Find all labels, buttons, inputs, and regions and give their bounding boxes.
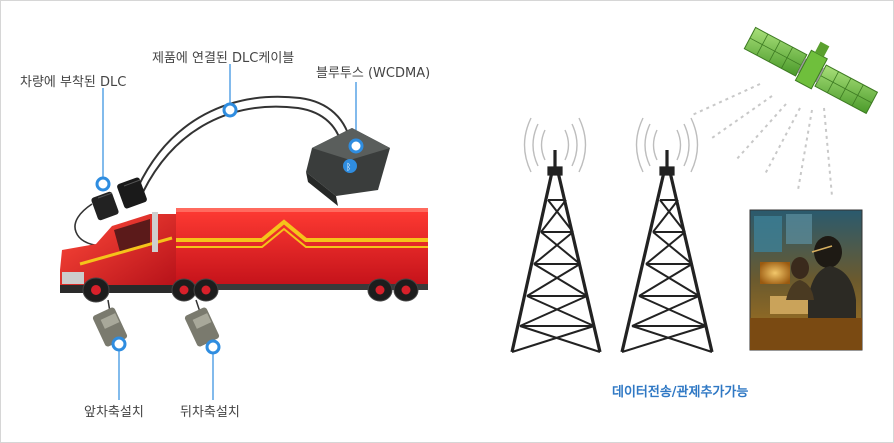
truck	[60, 208, 428, 303]
marker-vehicle-dlc	[95, 176, 111, 192]
label-data-transfer: 데이터전송/관제추가가능	[612, 385, 749, 400]
label-bluetooth: 블루투스 (WCDMA)	[316, 66, 431, 81]
label-dlc-cable: 제품에 연결된 DLC케이블	[152, 51, 295, 66]
callout-markers	[95, 102, 364, 355]
satellite-icon	[743, 26, 879, 115]
rear-axle-sensor	[184, 299, 220, 347]
svg-text:ᛒ: ᛒ	[346, 162, 351, 173]
control-room-image	[749, 209, 863, 351]
marker-dlc-cable	[222, 102, 238, 118]
bluetooth-device: ᛒ	[306, 128, 390, 206]
cell-tower-right	[620, 150, 714, 353]
marker-rear-axle	[205, 339, 221, 355]
label-vehicle-dlc: 차량에 부착된 DLC	[20, 75, 127, 90]
dlc-connector	[91, 177, 147, 221]
cell-tower-left	[510, 150, 602, 353]
marker-bluetooth	[348, 138, 364, 154]
satellite-signal	[689, 83, 833, 197]
marker-front-axle	[111, 336, 127, 352]
tower-signal-waves	[523, 117, 699, 173]
callout-lines	[102, 64, 357, 400]
label-front-axle: 앞차축설치	[84, 405, 144, 420]
label-rear-axle: 뒤차축설치	[180, 405, 240, 420]
